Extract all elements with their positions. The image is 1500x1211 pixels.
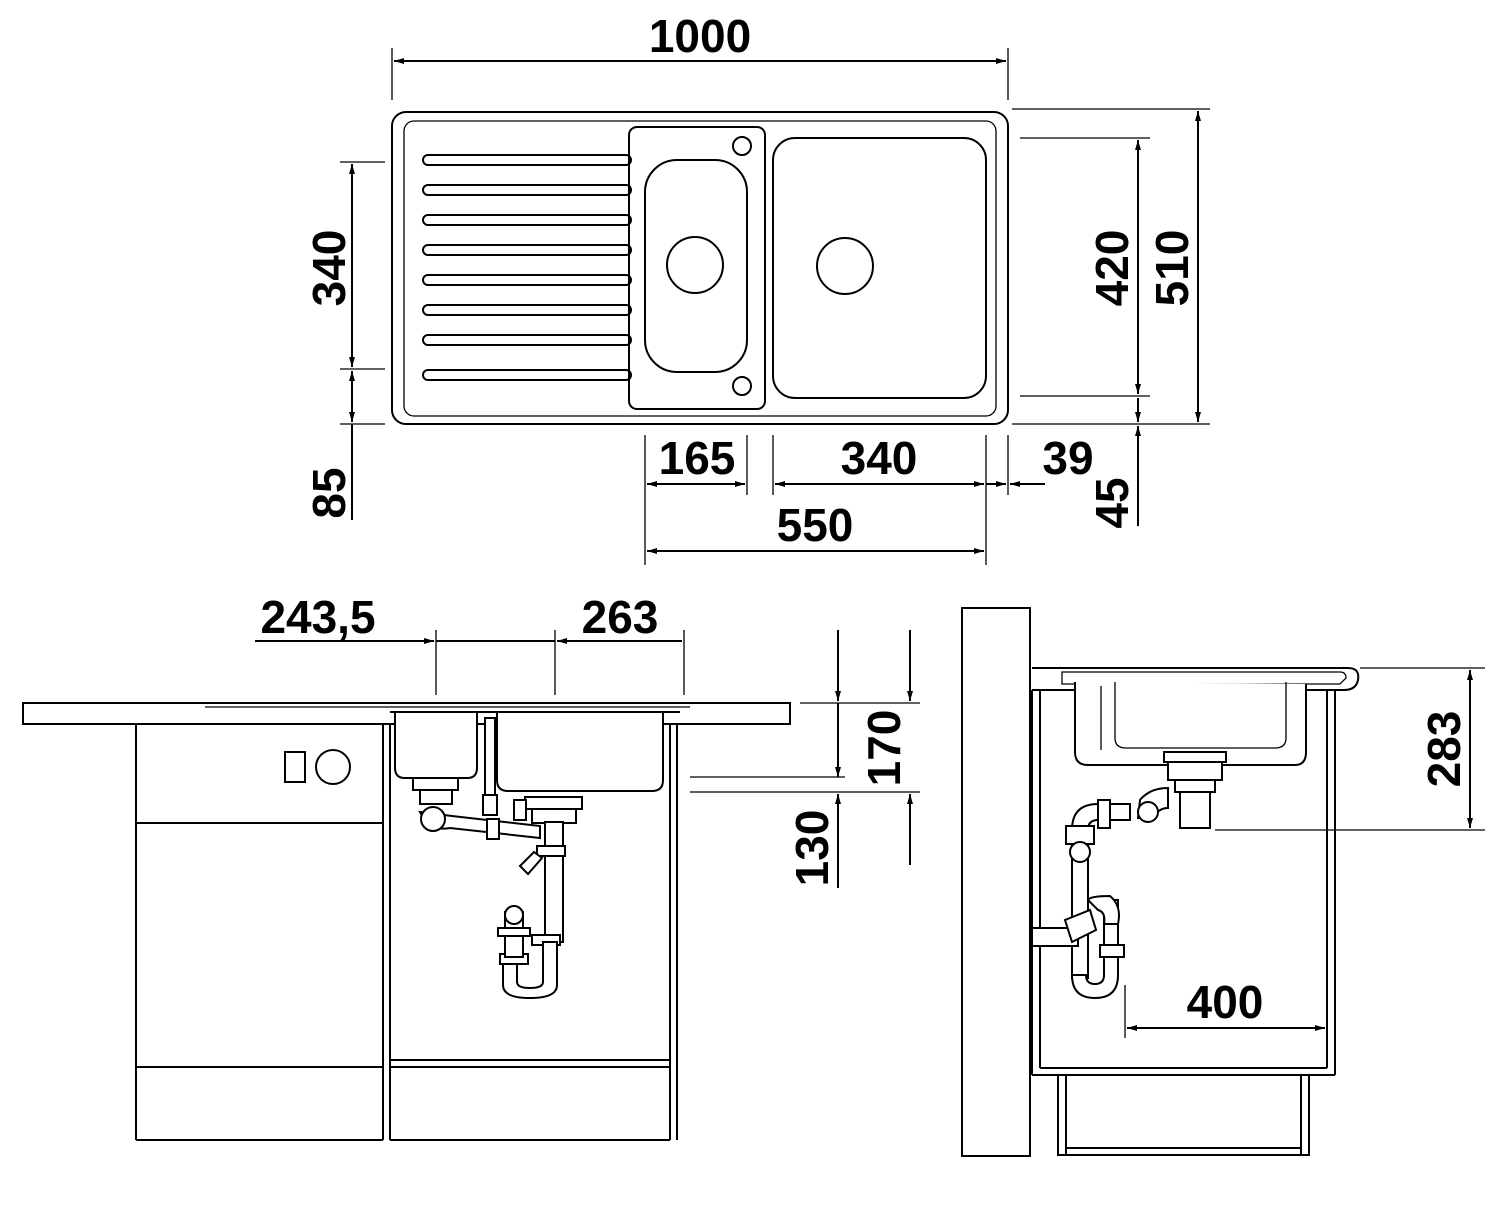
small-bowl-recess (628, 126, 766, 410)
dim-total-height: 283 (1418, 711, 1470, 788)
dim-side-margin: 39 (1042, 432, 1093, 484)
drainer-grooves (422, 154, 632, 381)
dim-overall-width: 1000 (649, 10, 751, 62)
top-view: 1000 340 85 420 510 45 16 (303, 10, 1210, 565)
sink-outline (391, 111, 1009, 425)
dim-bowl-front-margin: 45 (1086, 477, 1138, 528)
dim-front-margin: 85 (303, 467, 355, 518)
side-worktop (1032, 667, 1360, 691)
dim-large-bowl-center: 263 (582, 591, 659, 643)
sink-rim (403, 120, 997, 417)
waste-plumbing (412, 717, 583, 1000)
small-drain-icon (666, 236, 724, 294)
dim-bowl-height: 420 (1086, 230, 1138, 307)
dim-bowls-total-width: 550 (777, 499, 854, 551)
control-switch-icon (284, 751, 306, 783)
sink-cabinet (389, 724, 678, 1141)
large-drain-icon (816, 237, 874, 295)
dim-bowl-depth: 170 (858, 710, 910, 787)
dim-small-bowl-center: 243,5 (260, 591, 375, 643)
dim-small-bowl-width: 165 (659, 432, 736, 484)
large-bowl (772, 137, 987, 399)
wall (961, 607, 1031, 1157)
small-bowl-section (394, 712, 478, 779)
dim-large-bowl-width: 340 (841, 432, 918, 484)
left-cabinet (135, 724, 384, 1141)
large-bowl-section (496, 712, 664, 792)
side-plumbing (1031, 751, 1227, 1000)
dim-drainer-height: 340 (303, 230, 355, 307)
dim-cabinet-width: 400 (1187, 976, 1264, 1028)
side-view: 283 400 (961, 607, 1485, 1157)
dim-overall-depth: 510 (1146, 230, 1198, 307)
small-bowl (644, 159, 748, 373)
tap-hole-icon (732, 136, 752, 156)
control-knob-icon (315, 749, 351, 785)
overflow-hole-icon (732, 376, 752, 396)
dim-outlet-height: 130 (786, 810, 838, 887)
front-view: 243,5 263 170 130 (22, 591, 920, 1141)
